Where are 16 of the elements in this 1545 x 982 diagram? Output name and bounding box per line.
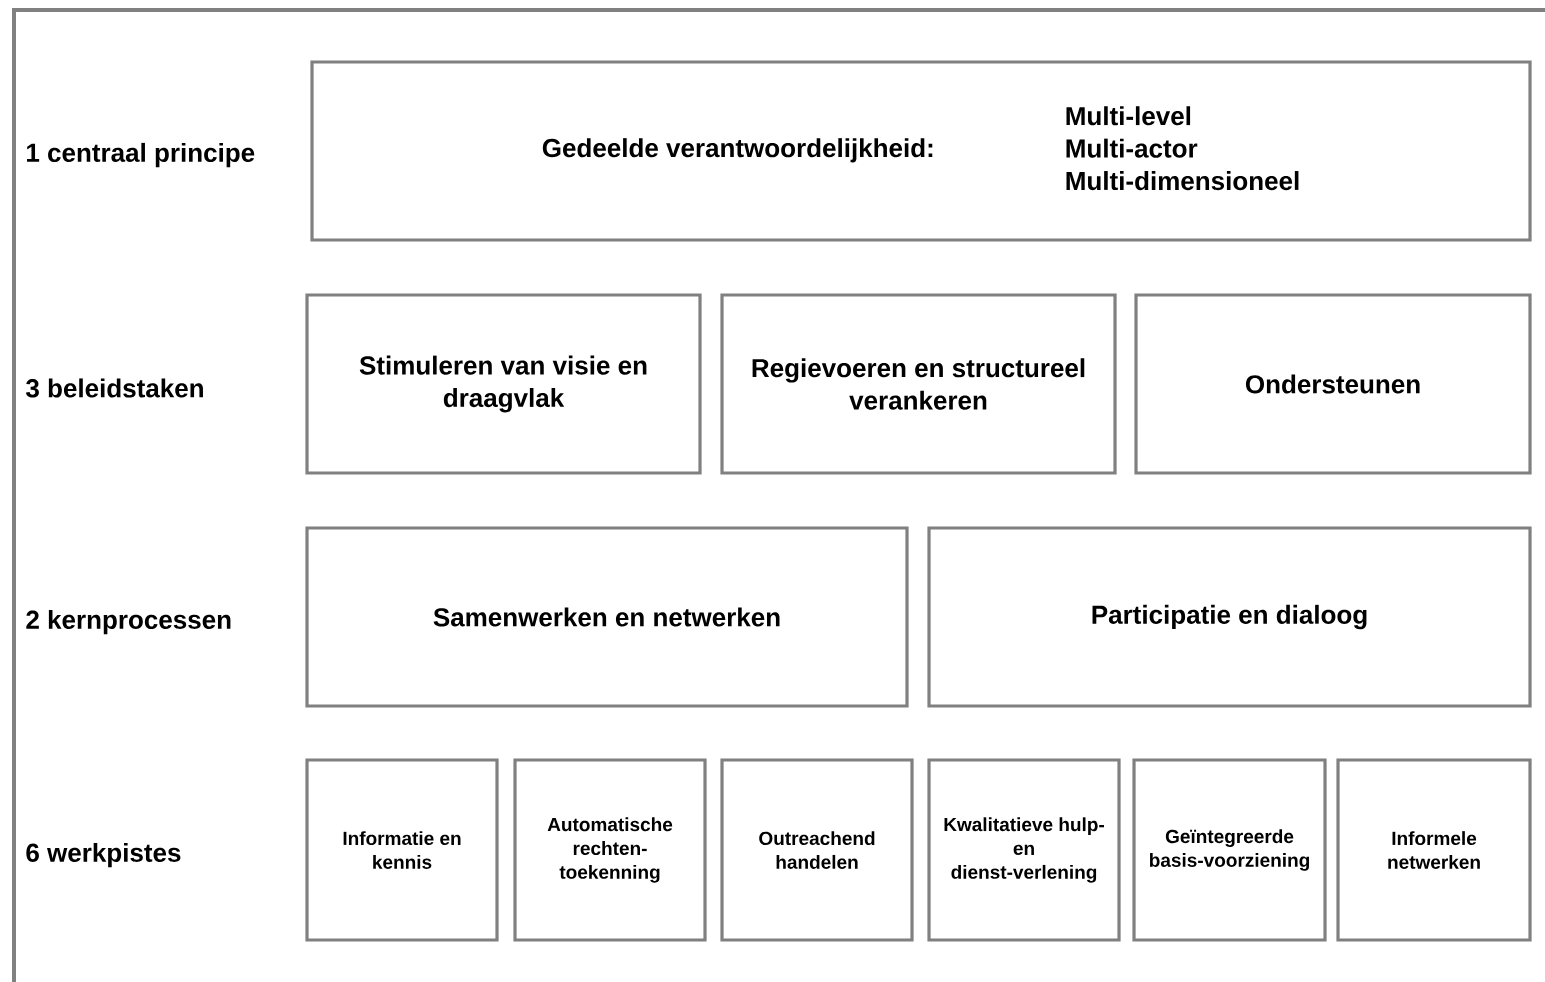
row-label: 2 kernprocessen	[26, 609, 231, 635]
row-label: 6 werkpistes	[26, 842, 181, 868]
text-box: Outreachend handelen	[720, 758, 914, 942]
text-box: Informatie en kennis	[305, 758, 499, 942]
text-box: Participatie en dialoog	[927, 526, 1532, 708]
row-label: 1 centraal principe	[27, 142, 255, 168]
text-box: Regievoeren en structureel verankeren	[720, 293, 1117, 475]
row-label: 3 beleidstaken	[26, 378, 203, 398]
text-box: Stimuleren van visie en draagvlak	[305, 293, 702, 475]
text-box: Samenwerken en netwerken	[305, 526, 909, 708]
text-box: Kwalitatieve hulp- en dienst-verlening	[927, 758, 1121, 942]
text-box: Automatische rechten-toekenning	[513, 758, 707, 942]
principle-box: Gedeelde verantwoordelijkheid: Multi-level Multi-actor Multi-dimensioneel	[310, 60, 1532, 242]
text-box: Informele netwerken	[1336, 758, 1532, 942]
text-box: Geïntegreerde basis-voorziening	[1132, 758, 1327, 942]
text-box: Ondersteunen	[1134, 293, 1532, 475]
